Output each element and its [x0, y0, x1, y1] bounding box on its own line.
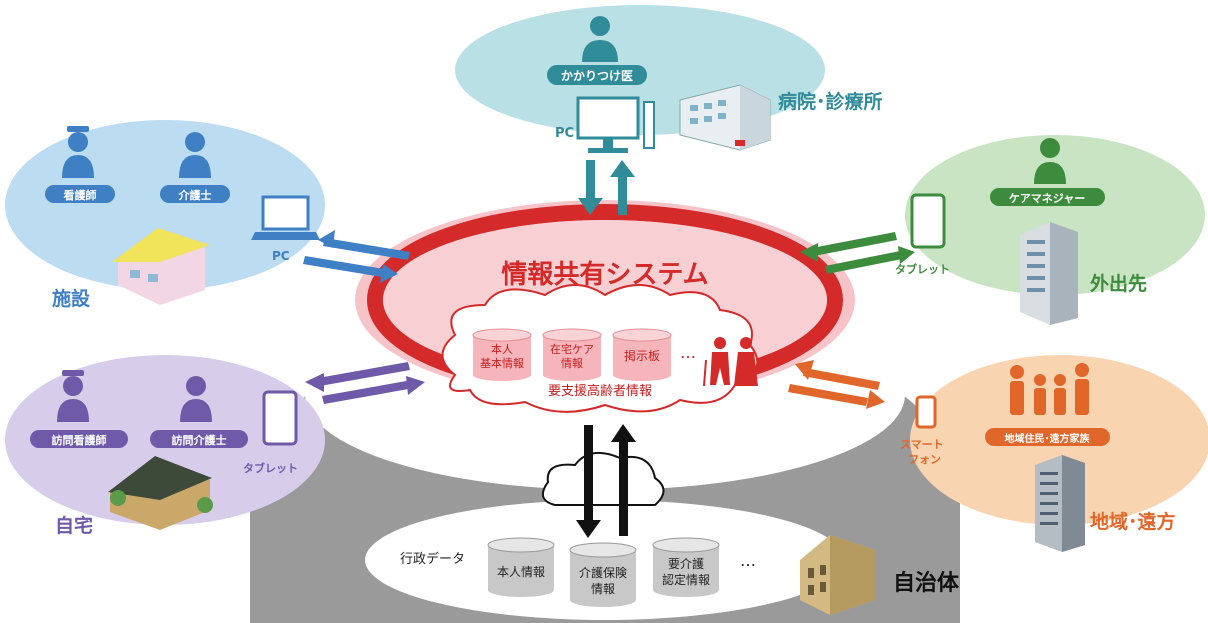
- facility-role2: 介護士: [178, 188, 212, 202]
- municipality-cyl2-line2: 情報: [591, 582, 615, 596]
- facility-arrows: [303, 230, 410, 283]
- municipality-place-label: 自治体: [893, 570, 960, 596]
- home-place-label: 自宅: [55, 514, 93, 537]
- smartphone-icon: [915, 395, 937, 429]
- outside-region: [905, 135, 1205, 295]
- caregiver-badge: [160, 185, 230, 203]
- municipality-ellipsis: …: [740, 551, 756, 570]
- hospital-place-label: 病院･診療所: [778, 90, 883, 113]
- cylinder-basic-info-line1: 本人: [491, 342, 513, 356]
- visiting-nurse-icon: [57, 370, 89, 422]
- doctor-badge: [547, 65, 647, 85]
- apartment-building-icon: [1035, 455, 1085, 552]
- cylinder-homecare-info: 在宅ケア 情報: [542, 328, 602, 381]
- cylinder-bulletin-board: 掲示板: [612, 328, 672, 381]
- municipality-data-label: 行政データ: [400, 551, 465, 567]
- facility-place-label: 施設: [52, 287, 91, 310]
- cylinder-basic-info-line2: 基本情報: [480, 356, 524, 370]
- elderly-icon: [703, 337, 758, 387]
- visiting-nurse-badge: [30, 430, 128, 448]
- home-arrows: [305, 362, 425, 404]
- municipality-cyl2-line1: 介護保険: [579, 565, 627, 580]
- nurse-icon: [62, 126, 94, 178]
- tablet-icon-purple: [262, 390, 298, 446]
- home-role1: 訪問看護師: [52, 433, 107, 447]
- outside-place-label: 外出先: [1090, 272, 1147, 295]
- municipality-cloud-icon: [541, 451, 665, 506]
- tablet-icon-green: [910, 193, 946, 249]
- center-subtitle: 要支援高齢者情報: [548, 383, 652, 399]
- cylinder-homecare-line2: 情報: [561, 357, 583, 370]
- municipality-cylinder-1: 本人情報: [487, 537, 555, 597]
- cylinder-homecare-line1: 在宅ケア: [550, 342, 594, 356]
- office-building-icon: [1020, 222, 1078, 325]
- care-manager-badge: [990, 188, 1105, 206]
- municipality-cylinder-3: 要介護 認定情報: [652, 537, 720, 597]
- home-device-label: タブレット: [243, 461, 298, 475]
- cylinder-bulletin-label: 掲示板: [624, 348, 660, 363]
- care-manager-icon: [1034, 138, 1066, 184]
- caregiver-icon: [179, 132, 211, 178]
- doctor-icon: [582, 16, 618, 62]
- visiting-caregiver-badge: [150, 430, 248, 448]
- municipality-arrows: [576, 424, 636, 538]
- hospital-building-icon: [679, 84, 771, 151]
- region-place-label: 地域･遠方: [1090, 510, 1176, 533]
- region-device-line1: スマート: [900, 438, 944, 451]
- visiting-caregiver-icon: [180, 376, 212, 422]
- residents-badge: [985, 428, 1110, 446]
- city-hall-icon: [800, 535, 875, 615]
- house-icon: [108, 456, 213, 530]
- facility-device-label: PC: [272, 249, 290, 263]
- municipality-cylinder-2: 介護保険 情報: [569, 542, 637, 607]
- home-role2: 訪問介護士: [172, 433, 227, 447]
- region-role: 地域住民･遠方家族: [1005, 432, 1091, 445]
- hospital-arrows: [578, 160, 635, 215]
- hospital-device-label: PC: [555, 126, 574, 141]
- nurse-badge: [45, 185, 115, 203]
- outside-arrows: [800, 232, 915, 274]
- facility-building-icon: [112, 228, 210, 305]
- system-title: 情報共有システム: [501, 260, 708, 290]
- municipality-cyl3-line1: 要介護: [668, 556, 704, 571]
- family-icon: [1010, 363, 1089, 415]
- outside-device-label: タブレット: [895, 262, 950, 276]
- municipality-cyl3-line2: 認定情報: [662, 572, 710, 587]
- cylinder-basic-info: 本人 基本情報: [472, 328, 532, 381]
- center-ellipsis: …: [680, 343, 696, 362]
- region-device-line2: フォン: [908, 453, 941, 466]
- doctor-label: かかりつけ医: [561, 69, 633, 83]
- region-arrows: [788, 360, 885, 409]
- desktop-pc-icon: [576, 96, 655, 153]
- municipality-cyl1-label: 本人情報: [497, 565, 545, 579]
- laptop-icon: [251, 195, 320, 240]
- outside-role: ケアマネジャー: [1009, 192, 1085, 205]
- facility-role1: 看護師: [64, 188, 97, 202]
